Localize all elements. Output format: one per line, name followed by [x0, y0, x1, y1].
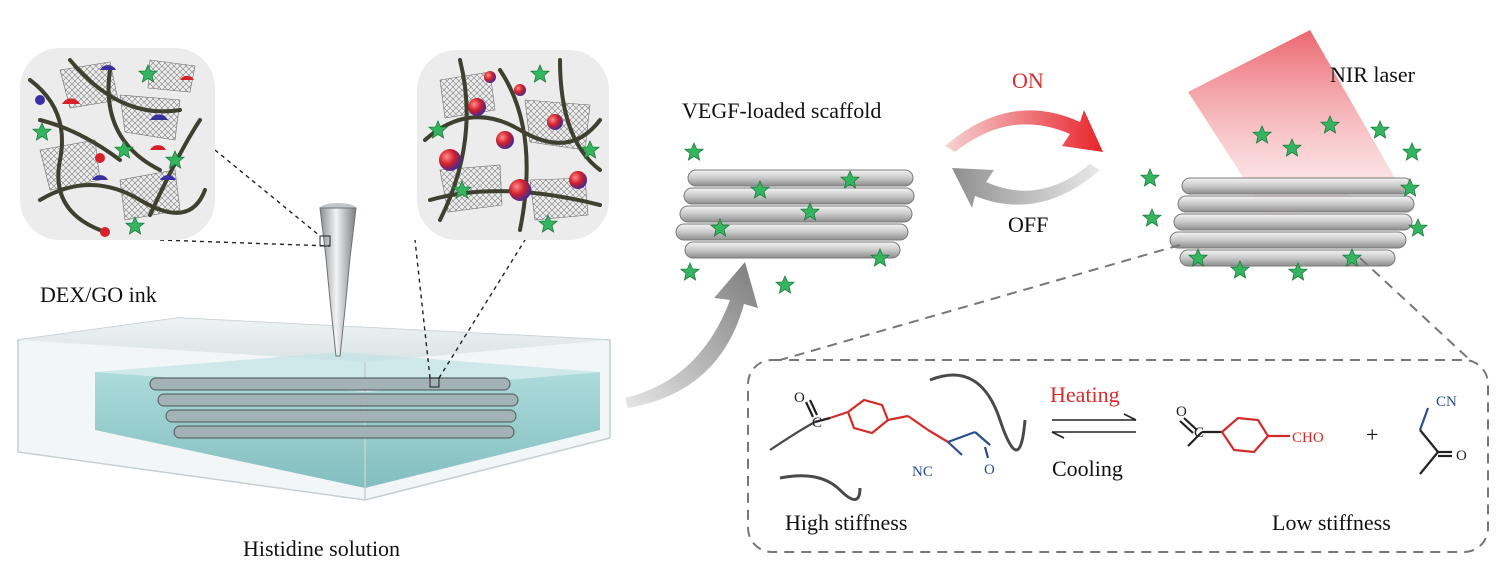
left-nc: NC: [912, 464, 933, 480]
high-stiffness-molecule: [769, 373, 1027, 501]
histidine-bath: Histidine solution: [17, 317, 611, 561]
vegf-scaffold: VEGF-loaded scaffold: [675, 98, 915, 294]
plus-sign: +: [1366, 422, 1378, 447]
heating-label: Heating: [1050, 382, 1120, 407]
off-label: OFF: [1008, 212, 1048, 237]
laser-beam: [1188, 30, 1395, 222]
nir-scaffold: NIR laser: [1140, 30, 1428, 281]
print-nozzle: [319, 203, 440, 388]
dex-go-ink-label: DEX/GO ink: [40, 282, 157, 307]
low-stiffness-molecules: [1179, 407, 1452, 475]
on-arrow: [945, 110, 1103, 152]
bath-scaffold: [149, 377, 519, 439]
off-arrow: [952, 164, 1100, 208]
ink-inset: DEX/GO ink: [20, 48, 215, 307]
histidine-solution-label: Histidine solution: [243, 536, 400, 561]
chem-zoom-lines: [779, 244, 1471, 361]
low-stiffness-label: Low stiffness: [1272, 510, 1391, 535]
cn-label: CN: [1436, 394, 1457, 410]
zoom-lines: [159, 149, 526, 379]
right-c: C: [1194, 425, 1204, 441]
nir-laser-label: NIR laser: [1330, 62, 1416, 87]
high-stiffness-label: High stiffness: [785, 510, 907, 535]
right-o2: O: [1456, 448, 1467, 464]
cho-label: CHO: [1292, 430, 1324, 446]
vegf-scaffold-label: VEGF-loaded scaffold: [682, 98, 881, 123]
left-o: O: [794, 390, 805, 406]
equilibrium-arrows: [1051, 413, 1137, 439]
cooling-label: Cooling: [1052, 456, 1123, 481]
left-c: C: [812, 415, 822, 431]
chemistry-panel: O C NC O Heating Cooling O C CH: [747, 359, 1489, 553]
flow-arrow: [625, 262, 758, 408]
right-o: O: [1176, 404, 1187, 420]
crosslinked-inset: [417, 50, 609, 240]
on-off-cycle: ON OFF: [945, 68, 1103, 237]
on-label: ON: [1012, 68, 1044, 93]
left-o2: O: [984, 462, 995, 478]
